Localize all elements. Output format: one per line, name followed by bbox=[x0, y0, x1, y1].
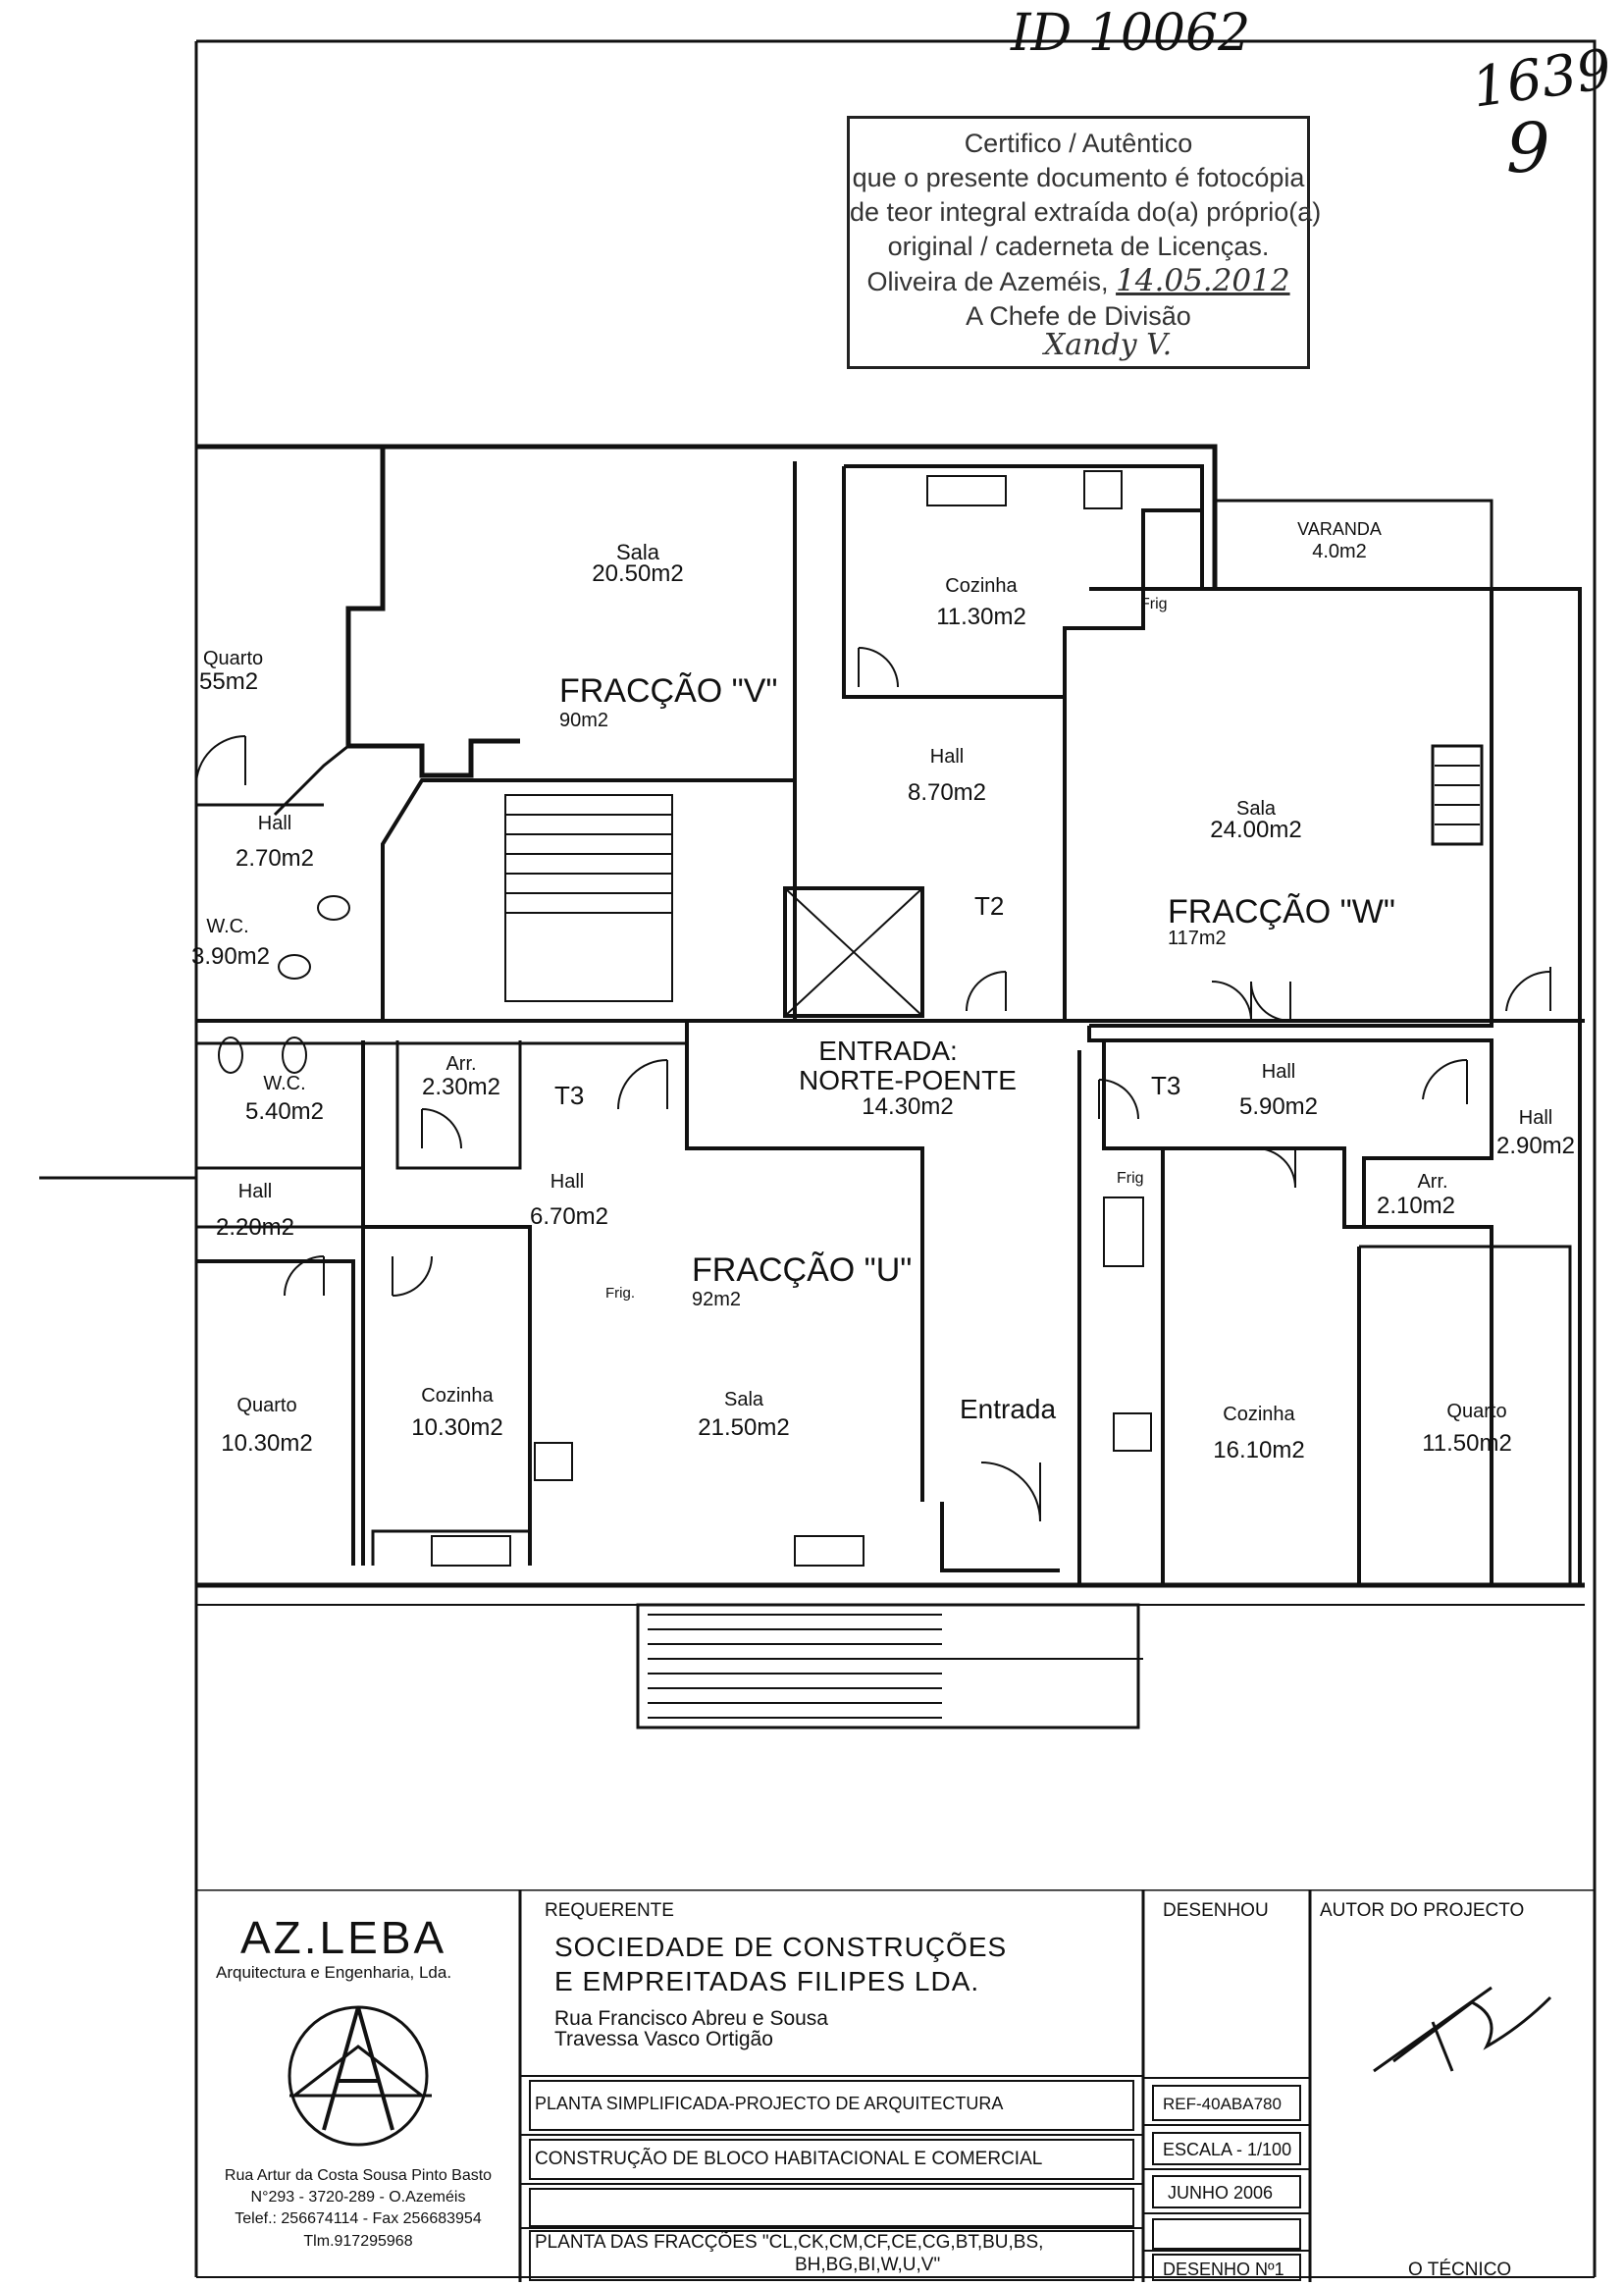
room-area: 2.10m2 bbox=[1377, 1193, 1455, 1219]
room-label: Cozinha bbox=[1223, 1404, 1295, 1425]
stamp-line-3: de teor integral extraída do(a) próprio(… bbox=[850, 197, 1322, 227]
room-label: VARANDA bbox=[1297, 519, 1382, 539]
entrance-subtitle: NORTE-POENTE bbox=[799, 1065, 1017, 1095]
room-area: 2.30m2 bbox=[422, 1074, 500, 1100]
room-area: 4.0m2 bbox=[1312, 541, 1367, 562]
room-label: Arr. bbox=[445, 1053, 476, 1075]
document-id: ID 10062 bbox=[1011, 4, 1251, 63]
room-area: 11.50m2 bbox=[1422, 1430, 1512, 1457]
firm-name: AZ.LEBA bbox=[240, 1912, 447, 1963]
room-area: 20.50m2 bbox=[592, 560, 683, 587]
page-mark: 9 bbox=[1506, 108, 1550, 188]
title-block: AZ.LEBA Arquitectura e Engenharia, Lda. … bbox=[196, 1889, 1595, 2282]
room-area: 10.30m2 bbox=[411, 1414, 502, 1441]
fridge-label: Frig. bbox=[605, 1285, 635, 1302]
room-label: Hall bbox=[258, 813, 291, 834]
drawing-scale: ESCALA - 1/100 bbox=[1163, 2140, 1292, 2159]
desenhou-label: DESENHOU bbox=[1163, 1900, 1269, 1921]
stamp-line-1: Certifico / Autêntico bbox=[964, 129, 1193, 158]
firm-mobile: Tlm.917295968 bbox=[303, 2233, 413, 2250]
title-block-grid bbox=[196, 1889, 1595, 2282]
fridge-label: Frig bbox=[1140, 596, 1168, 612]
typology-label: T3 bbox=[1151, 1071, 1180, 1100]
author-signature bbox=[1373, 1986, 1552, 2073]
room-label: W.C. bbox=[206, 916, 248, 937]
room-area: 5.40m2 bbox=[245, 1098, 324, 1125]
plan-type: PLANTA SIMPLIFICADA-PROJECTO DE ARQUITEC… bbox=[535, 2094, 1004, 2113]
fraction-label: FRACÇÃO "U" bbox=[692, 1251, 912, 1289]
room-label: Cozinha bbox=[421, 1385, 494, 1407]
requerente-line-1: SOCIEDADE DE CONSTRUÇÕES bbox=[554, 1932, 1008, 1962]
entrance-title: ENTRADA: bbox=[818, 1036, 958, 1066]
drawing-number: DESENHO Nº1 bbox=[1163, 2259, 1284, 2279]
room-area: 21.50m2 bbox=[698, 1414, 789, 1441]
stamp-place-date: Oliveira de Azeméis, 14.05.2012 bbox=[850, 264, 1307, 299]
fraction-label: FRACÇÃO "V" bbox=[559, 672, 778, 710]
fraction-area: 92m2 bbox=[692, 1289, 741, 1310]
room-area: 24.00m2 bbox=[1210, 817, 1301, 843]
stamp-role: A Chefe de Divisão bbox=[966, 301, 1191, 331]
reference-code: REF-40ABA780 bbox=[1163, 2095, 1282, 2113]
room-label: Sala bbox=[616, 540, 660, 564]
stamp-signature: Xandy V. bbox=[1043, 328, 1173, 362]
requerente-line-2: E EMPREITADAS FILIPES LDA. bbox=[554, 1966, 980, 1996]
stamp-place: Oliveira de Azeméis, bbox=[866, 267, 1109, 296]
requerente-label: REQUERENTE bbox=[545, 1900, 674, 1921]
site-address-2: Travessa Vasco Ortigão bbox=[554, 2028, 773, 2050]
entrance-door-label: Entrada bbox=[960, 1394, 1056, 1424]
room-label: Sala bbox=[724, 1389, 764, 1410]
construction-description: CONSTRUÇÃO DE BLOCO HABITACIONAL E COMER… bbox=[535, 2149, 1043, 2169]
firm-logo-mark bbox=[288, 2005, 432, 2147]
room-area: 8.70m2 bbox=[908, 779, 986, 806]
room-area: 11.30m2 bbox=[936, 604, 1026, 630]
certification-stamp: Certifico / Autêntico que o presente doc… bbox=[847, 116, 1322, 369]
room-area: 2.90m2 bbox=[1496, 1133, 1575, 1159]
room-label: Quarto bbox=[203, 648, 263, 669]
stamp-line-2: que o presente documento é fotocópia bbox=[852, 163, 1305, 192]
entrance-area: 14.30m2 bbox=[862, 1093, 953, 1120]
room-area: 2.20m2 bbox=[216, 1214, 294, 1241]
room-label: Quarto bbox=[236, 1395, 296, 1416]
firm-subtitle: Arquitectura e Engenharia, Lda. bbox=[216, 1963, 452, 1982]
technician-label: O TÉCNICO bbox=[1408, 2259, 1512, 2280]
fraction-area: 117m2 bbox=[1168, 928, 1227, 949]
site-address-1: Rua Francisco Abreu e Sousa bbox=[554, 2007, 828, 2030]
room-area: 2.70m2 bbox=[236, 845, 314, 872]
firm-address-1: Rua Artur da Costa Sousa Pinto Basto bbox=[224, 2167, 493, 2184]
room-area: 6.70m2 bbox=[530, 1203, 608, 1230]
room-label: Sala bbox=[1236, 798, 1277, 820]
stamp-date: 14.05.2012 bbox=[1116, 263, 1290, 298]
firm-address-2: N°293 - 3720-289 - O.Azeméis bbox=[250, 2189, 466, 2206]
room-area: 10.30m2 bbox=[221, 1430, 312, 1457]
room-label: W.C. bbox=[263, 1073, 305, 1094]
room-label: Hall bbox=[1262, 1061, 1295, 1083]
room-area: 3.90m2 bbox=[191, 943, 270, 970]
typology-label: T2 bbox=[974, 891, 1004, 921]
room-area: 5.90m2 bbox=[1239, 1093, 1318, 1120]
fraction-area: 90m2 bbox=[559, 710, 608, 731]
room-area: 55m2 bbox=[199, 668, 258, 695]
author-label: AUTOR DO PROJECTO bbox=[1320, 1900, 1525, 1921]
room-label: Hall bbox=[930, 746, 964, 768]
room-label: Quarto bbox=[1446, 1401, 1506, 1422]
stamp-line-4: original / caderneta de Licenças. bbox=[887, 232, 1270, 261]
drawing-date: JUNHO 2006 bbox=[1168, 2183, 1274, 2203]
firm-phone: Telef.: 256674114 - Fax 256683954 bbox=[235, 2210, 482, 2227]
room-label: Hall bbox=[238, 1181, 272, 1202]
typology-label: T3 bbox=[554, 1081, 584, 1110]
fridge-label: Frig bbox=[1117, 1170, 1144, 1187]
plan-fractions-1: PLANTA DAS FRACÇÕES "CL,CK,CM,CF,CE,CG,B… bbox=[535, 2232, 1044, 2253]
plan-fractions-2: BH,BG,BI,W,U,V" bbox=[795, 2255, 941, 2275]
fraction-label: FRACÇÃO "W" bbox=[1168, 893, 1395, 930]
room-area: 16.10m2 bbox=[1213, 1437, 1304, 1463]
room-label: Hall bbox=[1519, 1107, 1552, 1129]
room-label: Cozinha bbox=[945, 575, 1018, 597]
room-label: Arr. bbox=[1417, 1171, 1447, 1193]
room-label: Hall bbox=[550, 1171, 584, 1193]
